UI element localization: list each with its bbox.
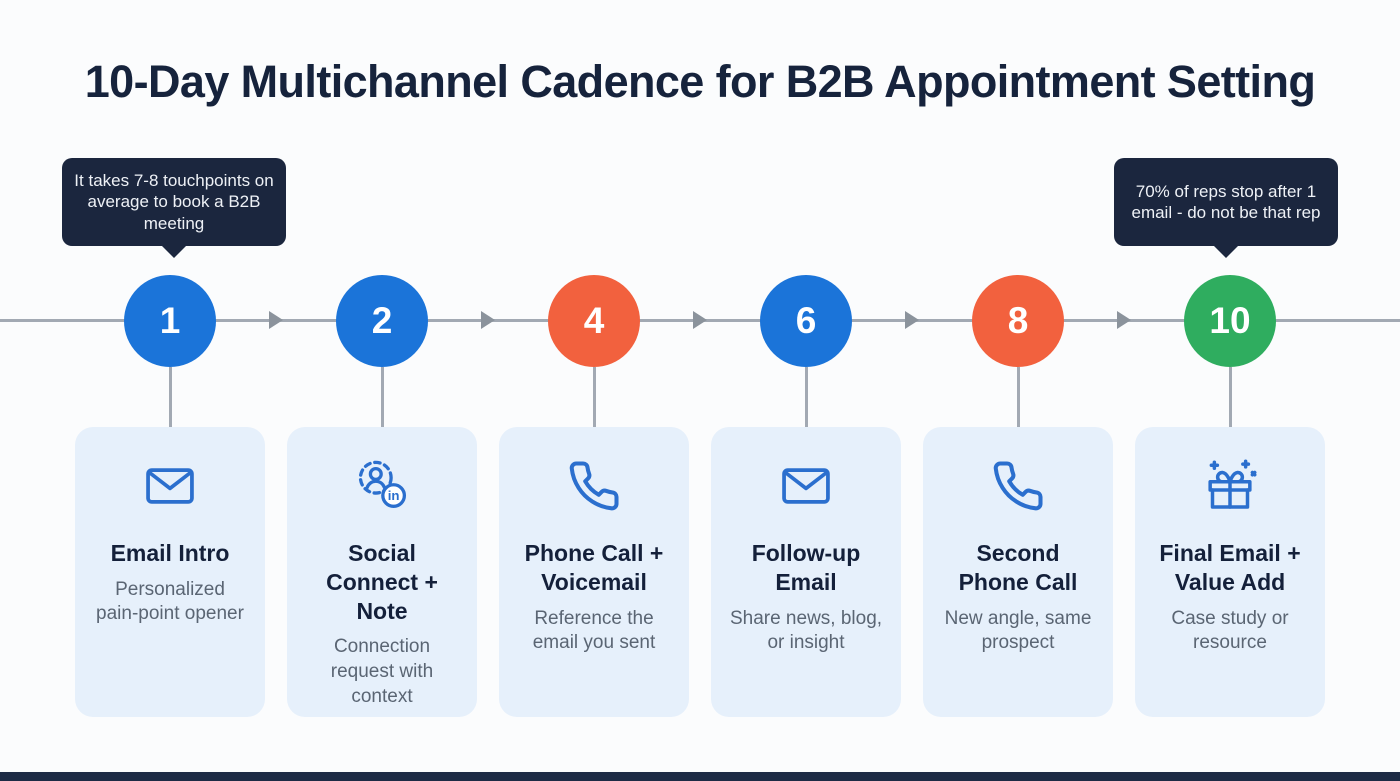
step-column-3: 4 Phone Call + Voicemail Reference the e…	[488, 275, 707, 717]
phone-icon	[516, 455, 672, 517]
footer-bar	[0, 772, 1400, 781]
step-4-card: Follow-up Email Share news, blog, or ins…	[711, 427, 901, 717]
step-1-card: Email Intro Personalized pain-point open…	[75, 427, 265, 717]
step-2-description: Connection request with context	[330, 636, 434, 707]
step-column-6: 10 Final Email + Value Add	[1124, 275, 1336, 717]
step-6-card: Final Email + Value Add Case study or re…	[1135, 427, 1325, 717]
gift-icon	[1152, 455, 1308, 517]
callout-reps-stop-text: 70% of reps stop after 1 email - do not …	[1131, 181, 1321, 222]
step-2-day-circle: 2	[336, 275, 428, 367]
step-6-day-circle: 10	[1184, 275, 1276, 367]
step-4-connector-line	[804, 367, 808, 427]
callout-touchpoints: It takes 7-8 touchpoints on average to b…	[62, 158, 286, 246]
step-column-1: 1 Email Intro Personalized pain-point op…	[64, 275, 283, 717]
step-2-day-number: 2	[371, 300, 393, 341]
step-3-day-circle: 4	[548, 275, 640, 367]
step-4-day-circle: 6	[760, 275, 852, 367]
step-1-title: Email Intro	[110, 540, 230, 566]
step-6-title: Final Email + Value Add	[1159, 540, 1301, 595]
step-1-day-number: 1	[159, 300, 181, 341]
step-4-day-number: 6	[795, 300, 817, 341]
step-5-day-circle: 8	[972, 275, 1064, 367]
step-5-day-number: 8	[1007, 300, 1029, 341]
step-2-card: in Social Connect + Note Connection requ…	[287, 427, 477, 717]
step-3-title: Phone Call + Voicemail	[524, 540, 664, 595]
step-5-title: Second Phone Call	[958, 540, 1078, 595]
step-4-title: Follow-up Email	[751, 540, 861, 595]
step-column-5: 8 Second Phone Call New angle, same pros…	[912, 275, 1131, 717]
arrow-right-icon	[1117, 311, 1131, 329]
arrow-right-icon	[693, 311, 707, 329]
page-title: 10-Day Multichannel Cadence for B2B Appo…	[84, 56, 1316, 107]
social-linkedin-icon: in	[304, 455, 460, 517]
step-3-day-number: 4	[583, 300, 605, 341]
step-1-description: Personalized pain-point opener	[96, 578, 244, 625]
arrow-right-icon	[481, 311, 495, 329]
callout-reps-stop: 70% of reps stop after 1 email - do not …	[1114, 158, 1338, 246]
step-5-connector-line	[1016, 367, 1020, 427]
svg-text:in: in	[388, 488, 400, 503]
step-column-2: 2 in Social Connect + Note Connection re…	[276, 275, 495, 717]
phone-icon	[940, 455, 1096, 517]
envelope-icon	[92, 455, 248, 517]
step-1-day-circle: 1	[124, 275, 216, 367]
step-5-description: New angle, same prospect	[944, 607, 1092, 654]
step-1-connector-line	[168, 367, 172, 427]
step-6-connector-line	[1228, 367, 1232, 427]
step-2-connector-line	[380, 367, 384, 427]
step-5-card: Second Phone Call New angle, same prospe…	[923, 427, 1113, 717]
step-6-day-number: 10	[1209, 300, 1251, 341]
step-3-connector-line	[592, 367, 596, 427]
step-3-card: Phone Call + Voicemail Reference the ema…	[499, 427, 689, 717]
step-3-description: Reference the email you sent	[532, 607, 656, 654]
callout-touchpoints-text: It takes 7-8 touchpoints on average to b…	[74, 171, 274, 233]
arrow-right-icon	[269, 311, 283, 329]
arrow-right-icon	[905, 311, 919, 329]
step-column-4: 6 Follow-up Email Share news, blog, or i…	[700, 275, 919, 717]
timeline-columns: 1 Email Intro Personalized pain-point op…	[64, 275, 1336, 717]
step-2-title: Social Connect + Note	[326, 540, 438, 624]
envelope-icon	[728, 455, 884, 517]
step-6-description: Case study or resource	[1171, 607, 1289, 654]
step-4-description: Share news, blog, or insight	[729, 607, 883, 654]
